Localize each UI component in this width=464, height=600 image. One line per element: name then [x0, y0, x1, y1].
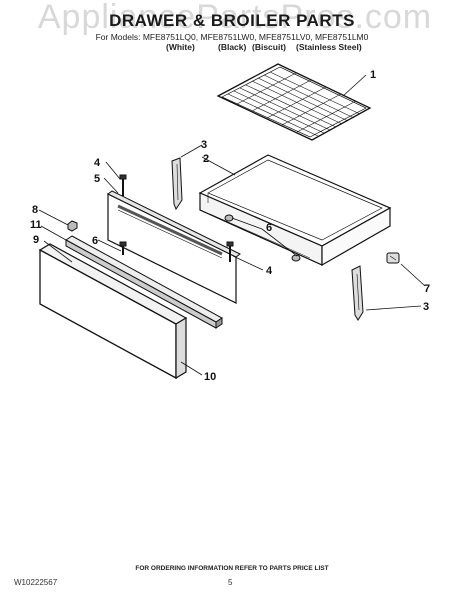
callout-7: 7: [424, 283, 430, 295]
drawer-glide-upper: [171, 157, 183, 211]
page-title: DRAWER & BROILER PARTS: [109, 11, 355, 30]
screw-upper: [119, 174, 127, 196]
callout-3-lower: 3: [423, 301, 429, 313]
color-white: (White): [166, 42, 195, 52]
document-number: W10222567: [14, 578, 58, 587]
callout-4-right: 4: [266, 265, 273, 277]
callout-4-upper: 4: [94, 157, 101, 169]
watermark: AppliancePartsPros.com: [37, 0, 433, 36]
color-stainless: (Stainless Steel): [296, 42, 362, 52]
callout-2: 2: [203, 153, 209, 165]
broiler-rack: [216, 63, 372, 141]
color-biscuit: (Biscuit): [252, 42, 286, 52]
callout-10: 10: [204, 371, 216, 383]
callout-5: 5: [94, 173, 100, 185]
callout-6-left: 6: [92, 235, 98, 247]
drawer-inner-panel: [107, 190, 241, 304]
drawer-glide-lower: [351, 265, 364, 321]
screw-left: [119, 241, 127, 255]
color-black: (Black): [218, 42, 247, 52]
callout-9: 9: [33, 234, 39, 246]
callout-8: 8: [32, 204, 38, 216]
screw-right: [226, 241, 234, 262]
drawer-front: [38, 243, 188, 380]
model-list: For Models: MFE8751LQ0, MFE8751LW0, MFE8…: [95, 32, 369, 42]
leader-lines: [38, 74, 426, 376]
callout-11: 11: [30, 219, 42, 231]
drawer-clip: [386, 252, 400, 264]
callout-3-upper: 3: [201, 139, 207, 151]
screw-drawer: [224, 214, 301, 262]
drawer-bracket: [65, 235, 223, 329]
callout-1: 1: [370, 69, 376, 81]
callout-6-right: 6: [266, 222, 272, 234]
nut: [67, 220, 78, 232]
page-number: 5: [228, 578, 233, 587]
ordering-note: FOR ORDERING INFORMATION REFER TO PARTS …: [135, 565, 329, 572]
